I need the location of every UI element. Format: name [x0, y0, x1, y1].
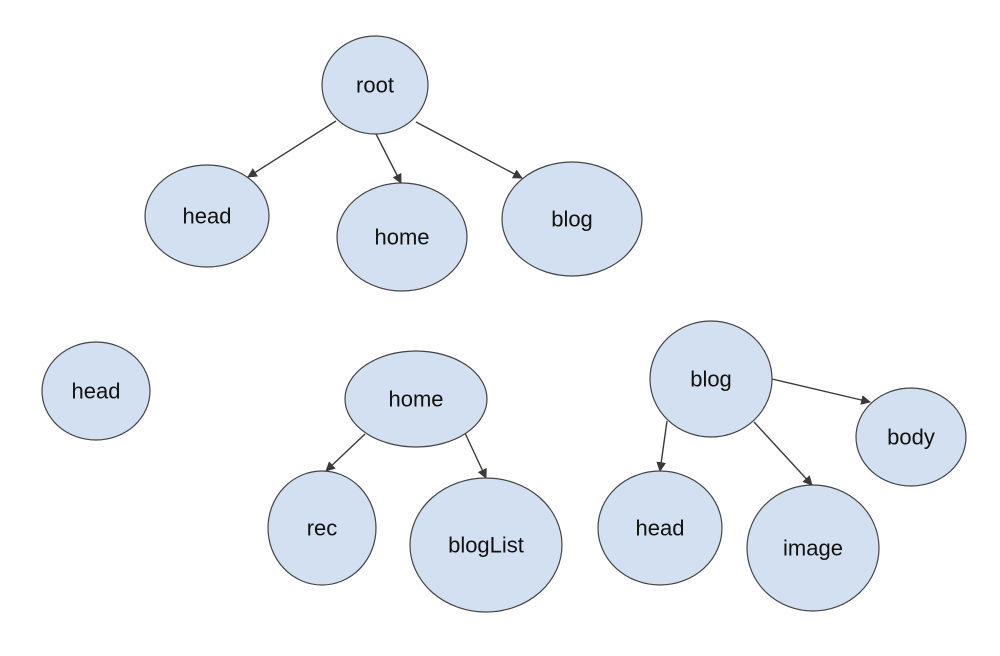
node-root-label: root	[356, 73, 394, 98]
node-head_alone: head	[41, 341, 151, 441]
node-blog_sub-label: blog	[690, 367, 732, 392]
node-head_alone-ellipse	[41, 341, 151, 441]
node-home_top-label: home	[374, 225, 429, 250]
node-home_top-ellipse	[336, 182, 468, 292]
node-head_alone-label: head	[72, 379, 121, 404]
edge-root-to-home_top	[375, 133, 402, 184]
node-bloglist-ellipse	[409, 477, 563, 613]
node-head_top-label: head	[183, 204, 232, 229]
node-body-ellipse	[855, 387, 967, 487]
edges-layer	[247, 120, 871, 486]
node-image-label: image	[783, 536, 843, 561]
edge-home_sub-to-bloglist	[464, 432, 487, 479]
node-home_sub-ellipse	[344, 350, 488, 448]
node-head_sub: head	[597, 470, 723, 586]
node-rec: rec	[267, 470, 377, 586]
node-root: root	[321, 35, 429, 135]
node-blog_sub: blog	[649, 320, 773, 438]
node-head_top-ellipse	[144, 164, 270, 268]
node-blog_top-label: blog	[551, 207, 593, 232]
edge-blog_sub-to-image	[753, 421, 813, 486]
node-bloglist-label: blogList	[448, 533, 524, 558]
edge-blog_sub-to-head_sub	[656, 420, 668, 472]
node-head_top: head	[144, 164, 270, 268]
node-image: image	[746, 484, 880, 612]
node-bloglist: blogList	[409, 477, 563, 613]
node-body: body	[855, 387, 967, 487]
edge-root-to-blog_top	[415, 121, 523, 179]
node-root-ellipse	[321, 35, 429, 135]
node-head_sub-label: head	[636, 516, 685, 541]
edge-root-to-head_top	[247, 120, 337, 178]
edge-blog_sub-to-body	[771, 378, 871, 405]
node-blog_top-ellipse	[501, 161, 643, 277]
node-body-label: body	[887, 425, 935, 450]
node-home_top: home	[336, 182, 468, 292]
node-rec-label: rec	[307, 516, 338, 541]
node-home_sub-label: home	[388, 387, 443, 412]
node-image-ellipse	[746, 484, 880, 612]
node-head_sub-ellipse	[597, 470, 723, 586]
node-rec-ellipse	[267, 470, 377, 586]
edge-home_sub-to-rec	[325, 433, 366, 472]
node-blog_top: blog	[501, 161, 643, 277]
node-blog_sub-ellipse	[649, 320, 773, 438]
nodes-layer: root head home blog head home rec blogList blog h…	[41, 35, 967, 613]
node-home_sub: home	[344, 350, 488, 448]
